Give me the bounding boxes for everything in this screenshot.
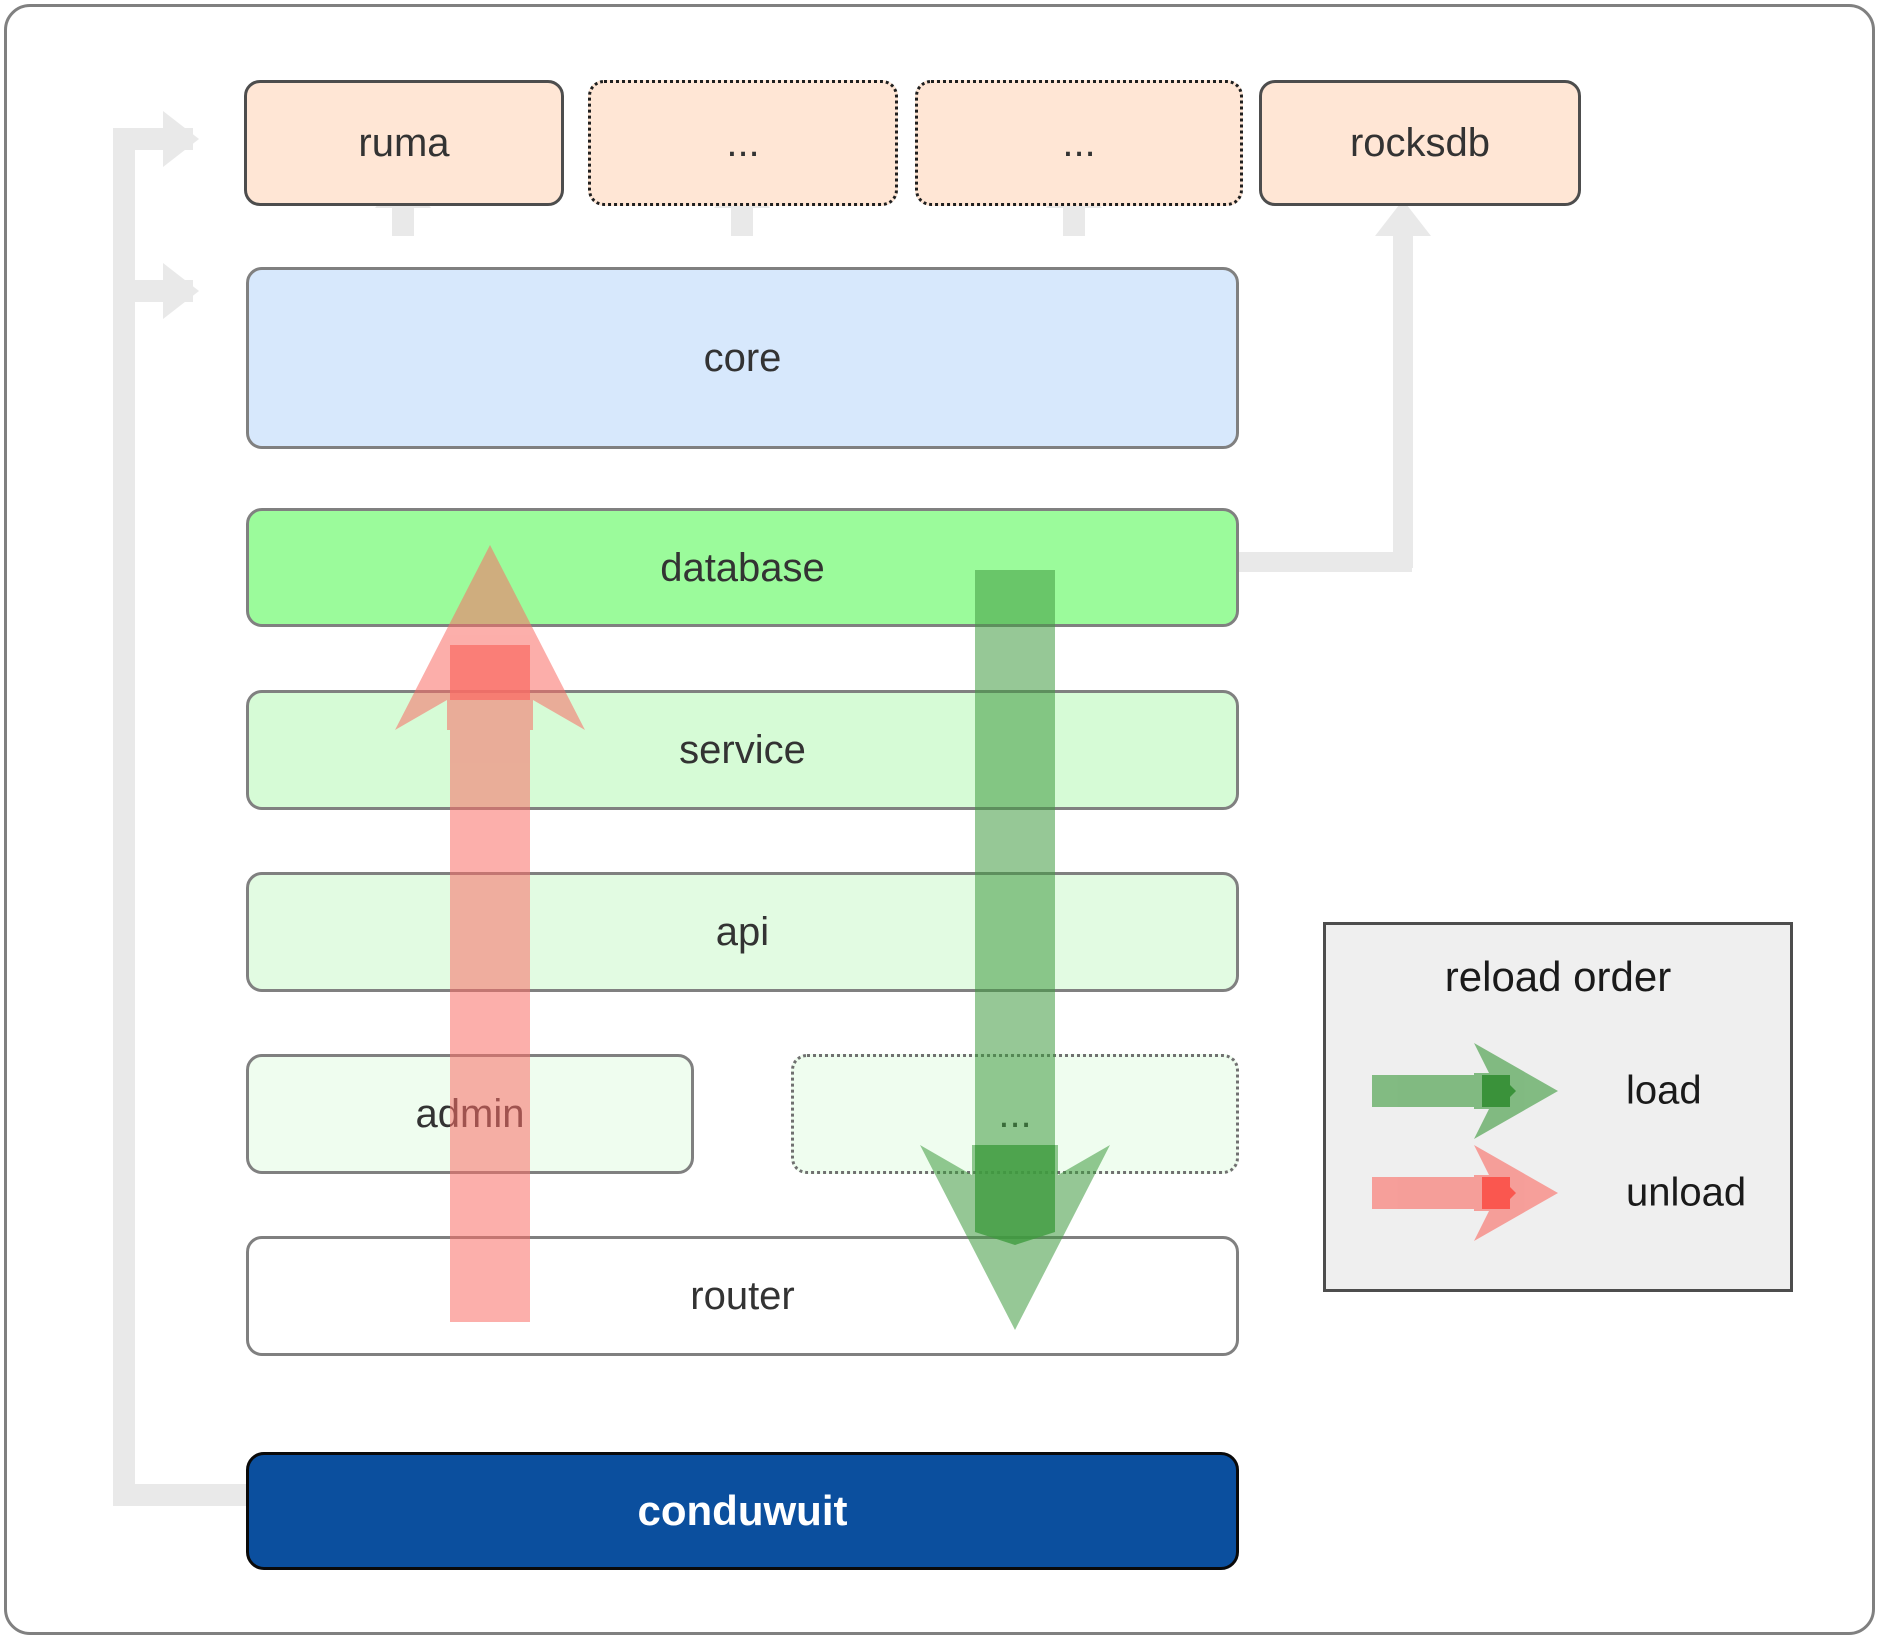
connector-database-to-rocksdb-horizontal — [1222, 552, 1412, 572]
connector-arrowhead-ruma — [163, 111, 199, 167]
node-layer-router[interactable]: router — [246, 1236, 1239, 1356]
legend-load-arrow-icon — [1372, 1043, 1558, 1139]
node-layer-placeholder[interactable]: ... — [791, 1054, 1239, 1174]
legend-row-unload: unload — [1326, 1145, 1790, 1241]
legend-row-load: load — [1326, 1043, 1790, 1139]
node-layer-api[interactable]: api — [246, 872, 1239, 992]
node-app-conduwuit[interactable]: conduwuit — [246, 1452, 1239, 1570]
node-label: core — [703, 336, 782, 380]
node-label: service — [679, 728, 806, 772]
node-core[interactable]: core — [246, 267, 1239, 449]
legend-load-label: load — [1626, 1068, 1702, 1113]
connector-database-to-rocksdb-vertical — [1393, 232, 1413, 568]
legend-title: reload order — [1444, 953, 1672, 1000]
connector-left-trunk — [113, 128, 135, 1506]
node-label: conduwuit — [637, 1486, 848, 1534]
node-label: api — [715, 910, 770, 954]
diagram-frame — [4, 4, 1875, 1635]
node-layer-admin[interactable]: admin — [246, 1054, 694, 1174]
connector-arrowhead-rocksdb — [1375, 200, 1431, 236]
legend-unload-label: unload — [1626, 1170, 1747, 1215]
connector-arrowhead-core — [163, 263, 199, 319]
node-label: ... — [726, 121, 760, 165]
node-layer-database[interactable]: database — [246, 508, 1239, 627]
node-label: ... — [998, 1092, 1032, 1136]
legend-panel: reload order load — [1323, 922, 1793, 1292]
node-label: ruma — [358, 121, 450, 165]
node-dependency-ruma[interactable]: ruma — [244, 80, 564, 206]
node-label: router — [690, 1274, 795, 1318]
node-label: ... — [1062, 121, 1096, 165]
node-label: admin — [415, 1092, 525, 1136]
connector-conduwuit-to-trunk — [113, 1484, 248, 1506]
node-layer-service[interactable]: service — [246, 690, 1239, 810]
node-dependency-placeholder-2[interactable]: ... — [915, 80, 1243, 206]
node-label: database — [660, 545, 825, 590]
node-label: rocksdb — [1349, 121, 1491, 165]
legend-unload-arrow-icon — [1372, 1145, 1558, 1241]
node-dependency-placeholder-1[interactable]: ... — [588, 80, 898, 206]
node-dependency-rocksdb[interactable]: rocksdb — [1259, 80, 1581, 206]
